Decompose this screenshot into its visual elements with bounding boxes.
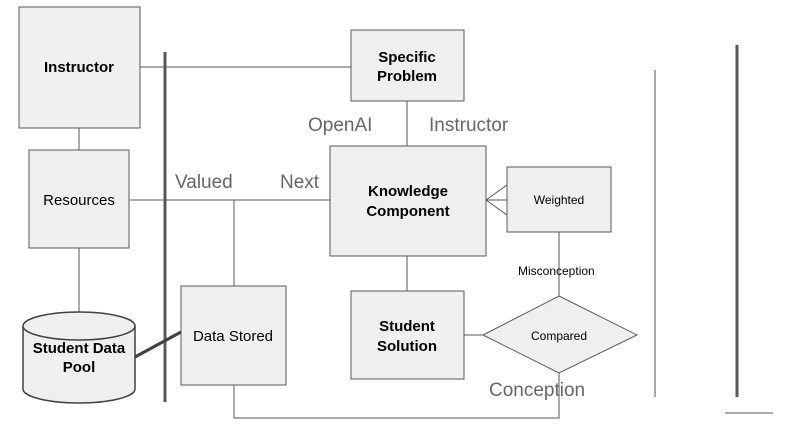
node-knowledge-component: Knowledge Component	[329, 145, 487, 257]
node-instructor: Instructor	[18, 6, 141, 129]
edge-data-stored-compared	[233, 373, 560, 419]
node-data-stored: Data Stored	[180, 285, 287, 386]
node-instructor-label: Instructor	[44, 59, 114, 76]
node-specific-problem-label-1: Specific	[378, 49, 436, 66]
node-compared-label: Compared	[531, 329, 587, 343]
node-student-data-pool-label-1: Student Data	[33, 340, 126, 357]
node-knowledge-component-label-1: Knowledge	[368, 183, 448, 200]
node-weighted: Weighted	[506, 166, 612, 233]
node-student-data-pool: Student Data Pool	[22, 311, 136, 404]
edge-label-misconception: Misconception	[518, 264, 595, 278]
edge-label-next: Next	[280, 172, 320, 193]
node-compared: Compared	[481, 295, 639, 374]
node-student-solution-label-1: Student	[379, 318, 435, 335]
node-resources-label: Resources	[43, 192, 115, 209]
node-student-solution: Student Solution	[350, 290, 465, 380]
edge-label-valued: Valued	[175, 172, 233, 193]
edge-label-instructor: Instructor	[429, 115, 509, 136]
node-specific-problem-label-2: Problem	[377, 68, 437, 85]
edge-label-conception: Conception	[489, 380, 585, 401]
node-data-stored-label: Data Stored	[193, 328, 273, 345]
node-student-data-pool-label-2: Pool	[63, 359, 96, 376]
node-knowledge-component-label-2: Component	[366, 203, 449, 220]
node-resources: Resources	[28, 149, 130, 249]
edge-label-openai: OpenAI	[308, 115, 372, 136]
edge-datapool-data-stored	[134, 330, 182, 359]
node-student-solution-label-2: Solution	[377, 338, 437, 355]
node-specific-problem: Specific Problem	[350, 29, 465, 102]
node-weighted-label: Weighted	[534, 193, 584, 207]
